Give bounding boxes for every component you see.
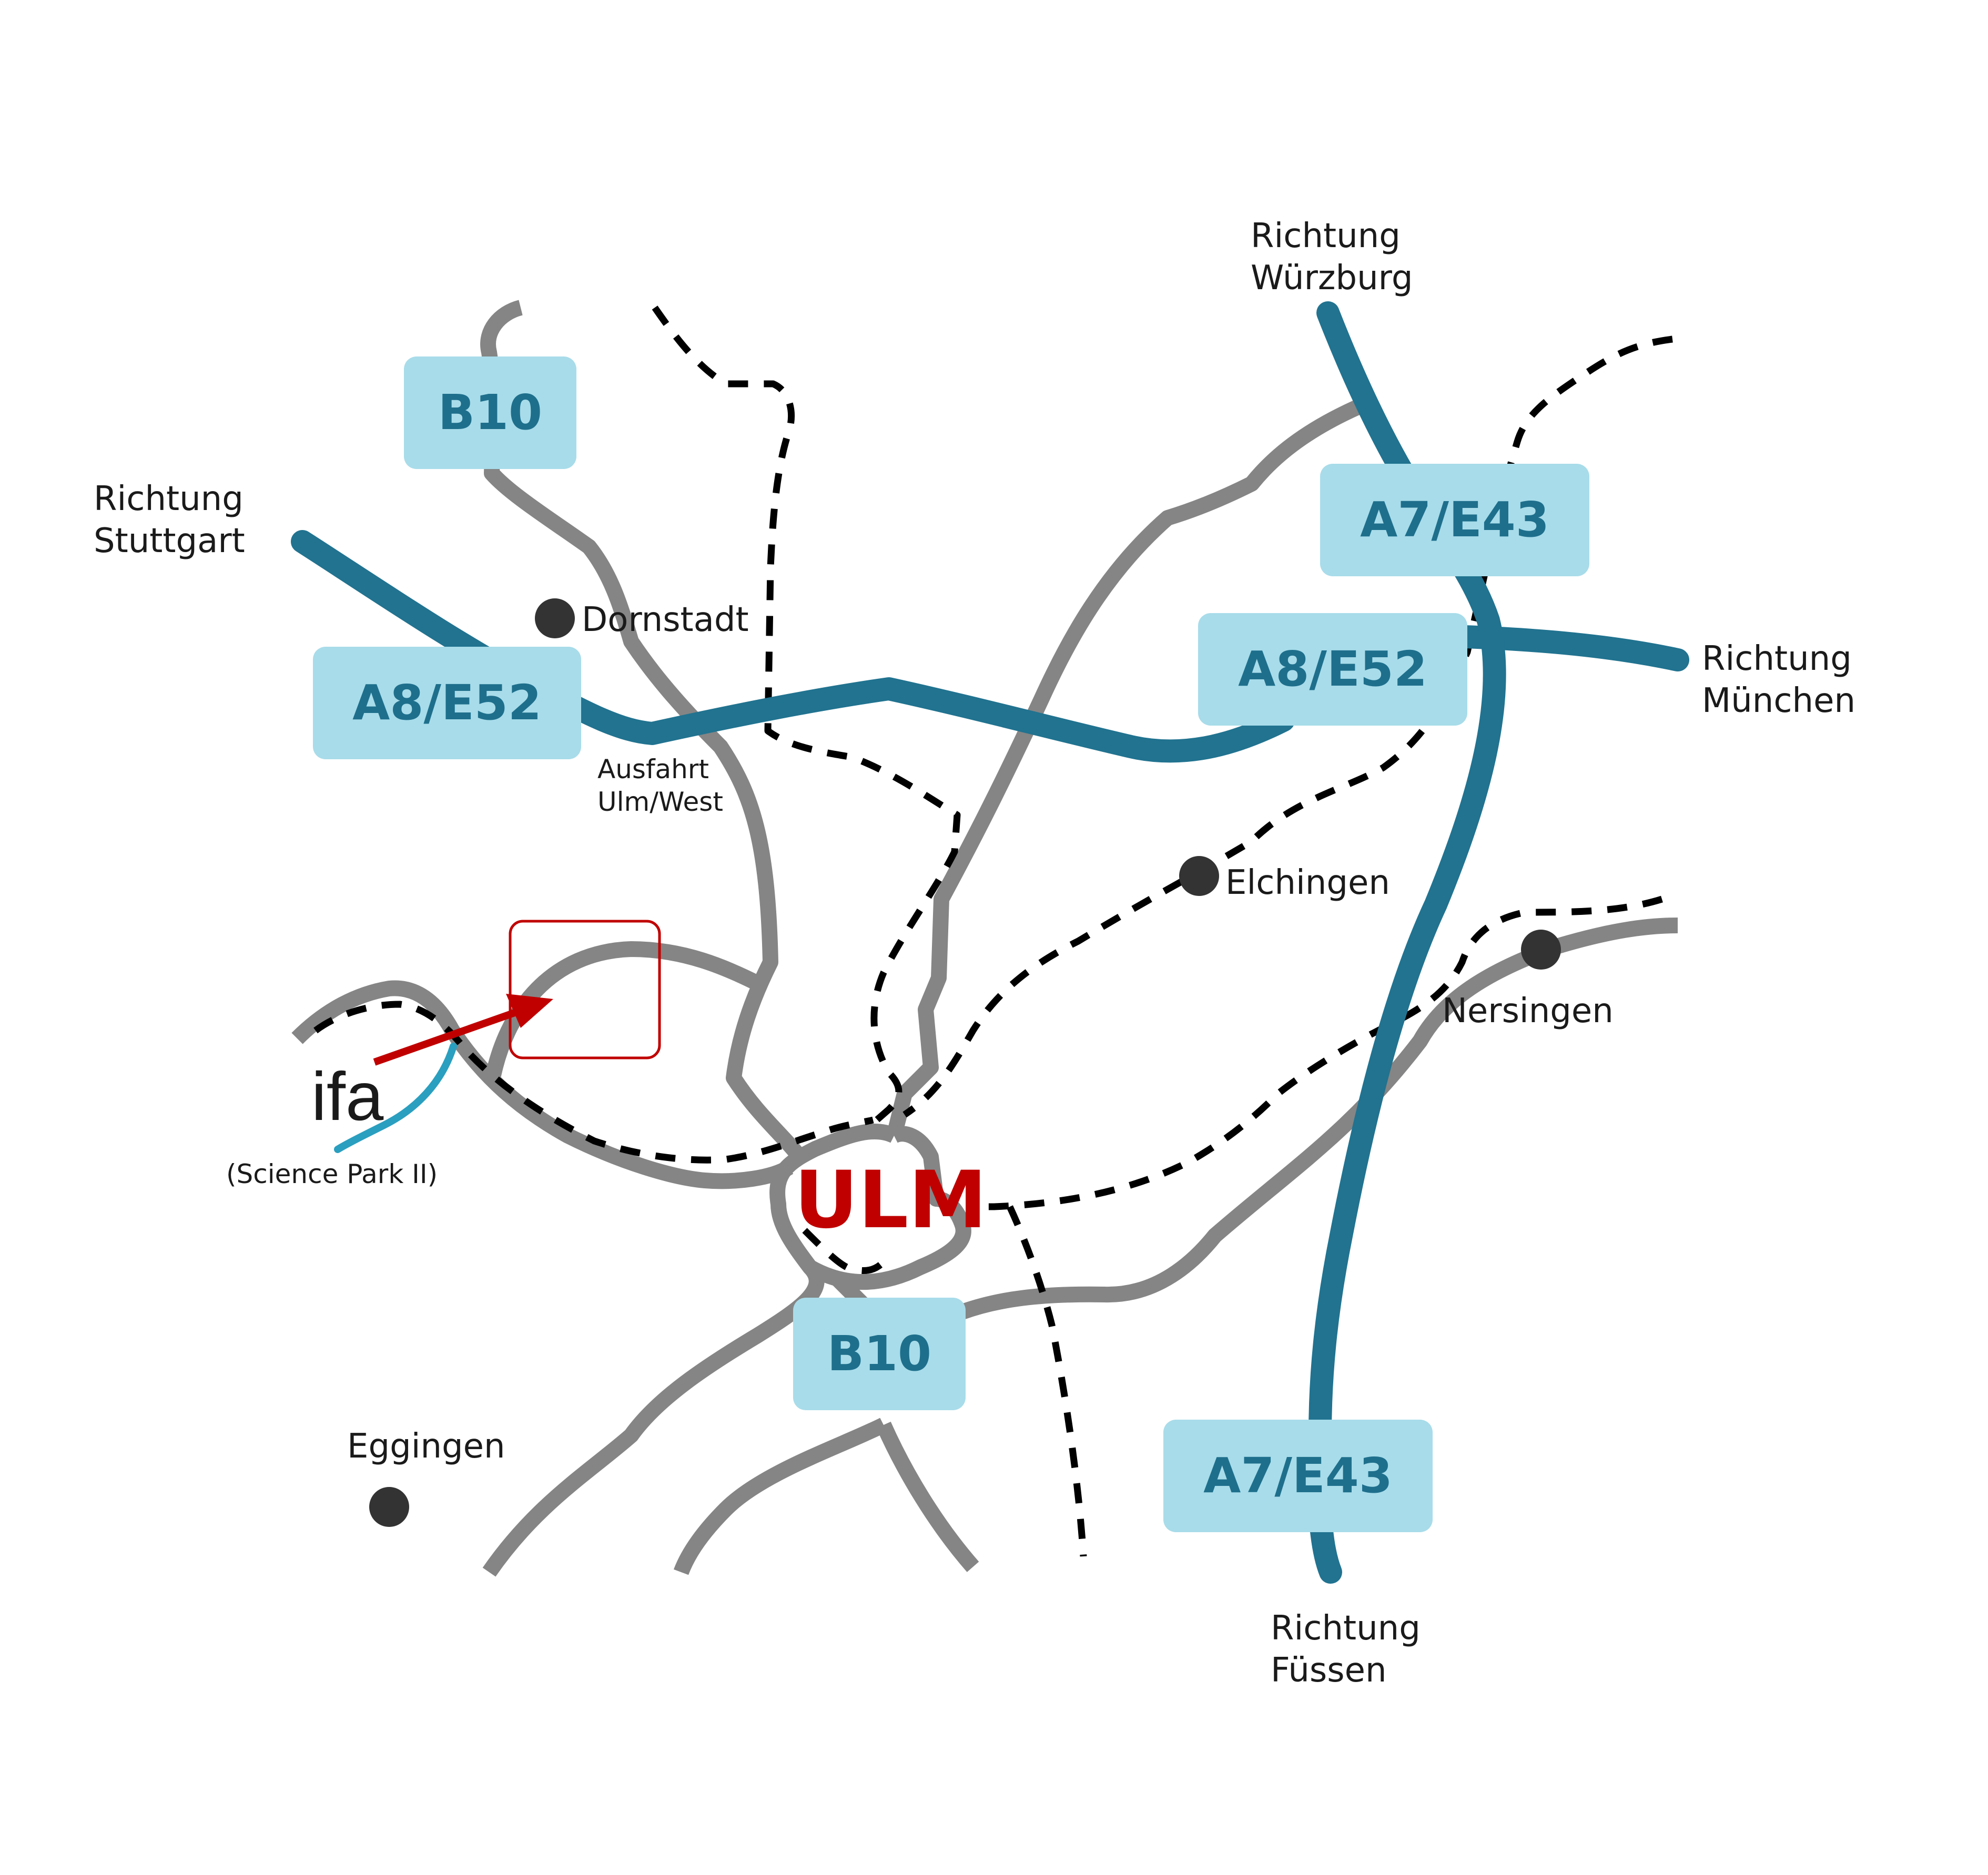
b10-north-road bbox=[480, 300, 806, 1162]
science-park-road bbox=[291, 980, 794, 1189]
a7-north-shield: A7/E43 bbox=[1320, 464, 1589, 576]
muenchen-line2: München bbox=[1702, 681, 1855, 720]
ifa-swoosh bbox=[334, 1043, 457, 1153]
fuessen-line1: Richtung bbox=[1271, 1609, 1421, 1648]
b10-north-label: B10 bbox=[438, 384, 542, 441]
city-label-ulm: ULM bbox=[794, 1155, 987, 1246]
stuttgart-line2: Stuttgart bbox=[94, 522, 245, 561]
fuessen-line2: Füssen bbox=[1271, 1651, 1387, 1690]
route-shields: B10 A8/E52 A7/E43 A8/E52 B10 A7/E43 bbox=[313, 356, 1589, 1532]
railway-northeast bbox=[902, 335, 1673, 1118]
railway-south bbox=[1007, 1205, 1087, 1557]
railways bbox=[313, 305, 1673, 1557]
place-markers bbox=[369, 598, 1561, 1527]
railway-ulm-loop bbox=[802, 1228, 886, 1275]
highlight-box-icon bbox=[509, 920, 661, 1059]
exit-line2: Ulm/West bbox=[597, 787, 723, 817]
b10-north-shield: B10 bbox=[404, 356, 576, 469]
red-arrow-icon bbox=[373, 1007, 522, 1066]
eggingen-label: Eggingen bbox=[347, 1427, 505, 1466]
b10-south-label: B10 bbox=[827, 1326, 931, 1382]
wuerzburg-line1: Richtung bbox=[1251, 217, 1401, 256]
labels: Richtung Stuttgart Richtung Würzburg Ric… bbox=[94, 217, 1855, 1690]
b10-south-shield: B10 bbox=[793, 1298, 966, 1410]
south-road-2 bbox=[673, 1418, 887, 1575]
south-road-3 bbox=[876, 1421, 979, 1572]
ifa-caption: (Science Park II) bbox=[226, 1159, 438, 1189]
ne-road bbox=[886, 400, 1361, 1138]
ifa-logo-text: ifa bbox=[311, 1058, 384, 1135]
exit-line1: Ausfahrt bbox=[597, 754, 709, 784]
muenchen-line1: Richtung bbox=[1702, 639, 1852, 678]
eggingen-dot bbox=[369, 1487, 409, 1527]
elchingen-dot bbox=[1179, 856, 1219, 896]
stuttgart-line1: Richtung bbox=[94, 480, 244, 518]
a8-west-shield: A8/E52 bbox=[313, 647, 581, 759]
a8-west-label: A8/E52 bbox=[352, 675, 542, 731]
nersingen-dot bbox=[1521, 930, 1561, 970]
wuerzburg-line2: Würzburg bbox=[1251, 259, 1413, 298]
red-arrow-head bbox=[506, 994, 553, 1028]
ifa-location: ifa (Science Park II) bbox=[226, 920, 661, 1189]
a8-east-label: A8/E52 bbox=[1238, 641, 1427, 697]
railway-west bbox=[313, 1001, 874, 1164]
railway-north bbox=[652, 305, 961, 1130]
south-road-1 bbox=[482, 1261, 825, 1577]
dornstadt-label: Dornstadt bbox=[582, 600, 749, 639]
a7-south-label: A7/E43 bbox=[1203, 1448, 1393, 1504]
nersingen-label: Nersingen bbox=[1442, 992, 1614, 1031]
east-road bbox=[959, 918, 1678, 1320]
elchingen-label: Elchingen bbox=[1225, 863, 1390, 902]
dornstadt-dot bbox=[535, 598, 575, 638]
a8-east-shield: A8/E52 bbox=[1198, 613, 1467, 726]
a7-south-shield: A7/E43 bbox=[1163, 1420, 1433, 1532]
a7-north-label: A7/E43 bbox=[1360, 492, 1549, 548]
